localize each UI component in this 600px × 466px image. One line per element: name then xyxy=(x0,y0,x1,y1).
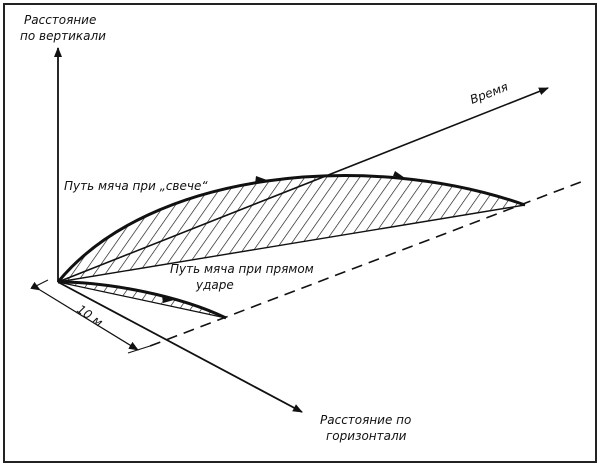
lob-path-label: Путь мяча при „свече“ xyxy=(64,179,208,193)
lob-path-curve xyxy=(56,174,526,283)
distance-label: 10 м xyxy=(74,302,105,330)
straight-path-label-line1: Путь мяча при прямом xyxy=(170,262,314,276)
lob-arrow-2 xyxy=(393,171,405,178)
vertical-axis-label-line2: по вертикали xyxy=(20,29,106,43)
time-axis-label: Время xyxy=(468,80,510,107)
lob-arrow-1 xyxy=(255,176,267,184)
horizontal-axis-label-line2: горизонтали xyxy=(326,429,407,443)
distance-tick-end xyxy=(127,345,151,354)
distance-dimension-line xyxy=(30,281,139,351)
lob-path-hatched-area xyxy=(58,175,525,282)
ground-projection-dashed xyxy=(149,179,587,347)
straight-path-label-line2: ударе xyxy=(195,278,234,292)
vertical-axis-label-line1: Расстояние xyxy=(24,13,96,27)
horizontal-axis-label-line1: Расстояние по xyxy=(320,413,411,427)
lob-path-base xyxy=(57,204,526,283)
distance-tick-start xyxy=(33,279,49,288)
straight-arrow xyxy=(162,296,174,303)
diagram-border xyxy=(3,3,597,463)
